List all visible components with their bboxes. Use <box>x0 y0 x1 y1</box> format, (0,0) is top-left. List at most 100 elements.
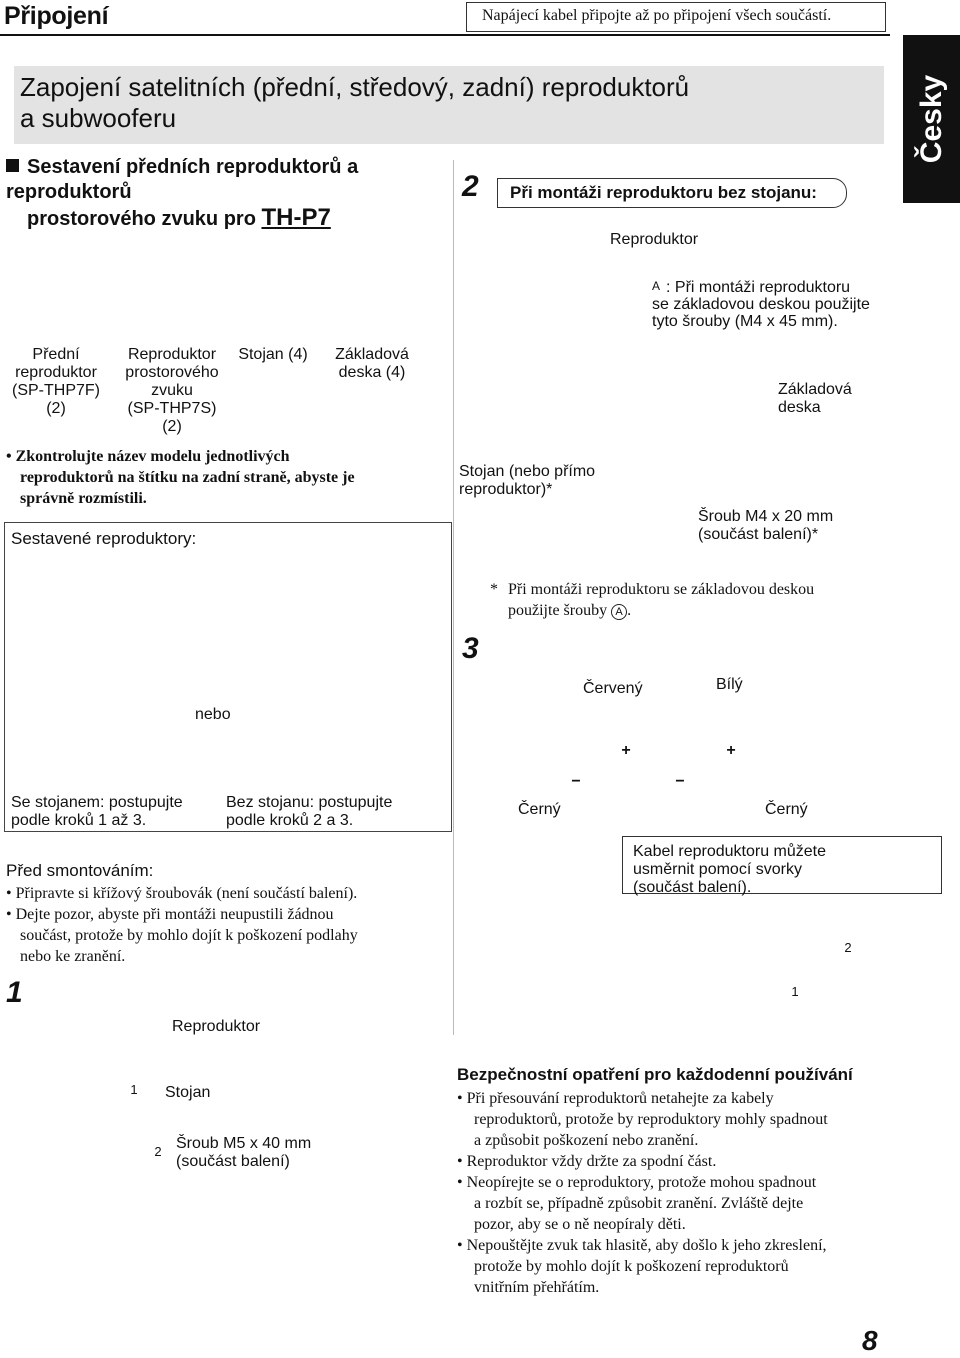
step2-title-box: Při montáži reproduktoru bez stojanu: <box>497 178 847 208</box>
step1-screw-line2: (součást balení) <box>176 1153 290 1170</box>
surround-label-line3: zvuku <box>151 382 193 399</box>
section-title-line1: Zapojení satelitních (přední, středový, … <box>20 72 690 102</box>
white-label: Bílý <box>716 676 743 693</box>
step1-stand-illustration <box>59 1099 151 1358</box>
clamp-marker1: 1 <box>791 984 799 999</box>
safety-b4-line1: Nepouštějte zvuk tak hlasitě, aby došlo … <box>466 1237 827 1254</box>
subheading: Sestavení předních reproduktorů a reprod… <box>6 155 446 232</box>
without-stand-line1: Bez stojanu: postupujte <box>226 794 393 811</box>
without-stand-caption: Bez stojanu: postupujte podle kroků 2 a … <box>226 794 392 830</box>
front-speaker-label: Přední reproduktor (SP-THP7F) (2) <box>6 346 106 418</box>
step2-note-a-line2: se základovou deskou použijte <box>652 296 870 313</box>
safety-b3-line2: a rozbít se, případně způsobit zranění. … <box>474 1195 804 1212</box>
language-tab: Česky <box>903 35 960 203</box>
language-label: Česky <box>914 74 948 164</box>
check-note-line1: Zkontrolujte název modelu jednotlivých <box>15 448 290 465</box>
step3-number: 3 <box>462 632 479 665</box>
step1-speaker-label: Reproduktor <box>172 1018 261 1035</box>
front-label-line4: (2) <box>46 400 66 417</box>
before-title: Před smontováním: <box>6 861 154 880</box>
terminal-2-illustration <box>671 711 761 747</box>
step2-bottom-speaker-illustration <box>504 329 661 439</box>
section-title-line2: a subwooferu <box>20 103 177 133</box>
section-title-box <box>14 66 884 144</box>
step2-screw-line2: (součást balení)* <box>698 526 819 543</box>
with-stand-caption: Se stojanem: postupujte podle kroků 1 až… <box>11 794 183 830</box>
safety-b4-line2: protože by mohlo dojít k poškození repro… <box>474 1258 789 1275</box>
speaker-with-stand-illustration: JVC <box>71 564 163 782</box>
section-title: Zapojení satelitních (přední, středový, … <box>20 72 870 134</box>
surround-label-line4: (SP-THP7S) <box>127 400 217 417</box>
step1-speaker-illustration <box>54 985 161 1076</box>
subheading-line1: Sestavení předních reproduktorů a reprod… <box>6 156 359 203</box>
base-label-line1: Základová <box>335 346 409 363</box>
check-note-line2: reproduktorů na štítku na zadní straně, … <box>20 469 355 486</box>
step2-asterisk: * <box>490 581 498 598</box>
minus-sign-2: − <box>675 773 685 790</box>
step2-footnote-marker: A <box>611 604 628 620</box>
safety-b3-line3: pozor, aby se o ně neopíraly děti. <box>474 1216 686 1233</box>
step2-base-label: Základová deska <box>778 381 852 417</box>
surround-speaker-illustration: JVC <box>158 214 186 341</box>
step2-footnote-line1: Při montáži reproduktoru se základovou d… <box>508 581 815 598</box>
step1-marker1: 1 <box>130 1082 138 1097</box>
before-bullet1: Připravte si křížový šroubovák (není sou… <box>15 885 358 902</box>
assembled-speakers-box <box>4 522 452 832</box>
step2-footnote: Při montáži reproduktoru se základovou d… <box>508 579 888 621</box>
before-bullet2-line3: nebo ke zranění. <box>20 948 126 965</box>
step2-stand-label: Stojan (nebo přímo reproduktor)* <box>459 463 595 499</box>
cable-end-illustration <box>487 702 548 763</box>
subheading-line2: prostorového zvuku pro <box>27 208 262 230</box>
step2-base-line2: deska <box>778 399 821 416</box>
safety-b1-line3: a způsobit poškození nebo zranění. <box>474 1132 699 1149</box>
clamp-marker-icons <box>786 940 857 1002</box>
without-stand-line2: podle kroků 2 a 3. <box>226 812 354 829</box>
front-speaker-illustration: JVC <box>41 214 69 341</box>
with-stand-line2: podle kroků 1 až 3. <box>11 812 147 829</box>
stand-illustration <box>261 217 285 341</box>
base-plate-label: Základová deska (4) <box>322 346 422 382</box>
step2-top-speaker-illustration <box>499 237 646 334</box>
surround-label-line1: Reproduktor <box>127 346 217 363</box>
step2-note-a-line3: tyto šrouby (M4 x 45 mm). <box>652 313 838 330</box>
step2-base-plate-illustration <box>572 344 761 573</box>
safety-b4-line3: vnitřním přehřátím. <box>474 1279 600 1296</box>
clamp-note-line2: usměrnit pomocí svorky <box>633 861 802 878</box>
surround-label-line5: (2) <box>162 418 182 435</box>
step2-marker-a: A <box>651 279 660 293</box>
safety-title: Bezpečnostní opatření pro každodenní pou… <box>457 1065 853 1084</box>
header-rule <box>0 34 890 36</box>
step2-screw-line1: Šroub M4 x 20 mm <box>698 508 834 525</box>
assembled-title: Sestavené reproduktory: <box>11 529 197 548</box>
clamp-closed-illustration <box>644 939 716 1011</box>
step1-screw-line1: Šroub M5 x 40 mm <box>176 1135 312 1152</box>
square-bullet-icon <box>6 159 19 172</box>
base-plate-illustration <box>333 294 411 332</box>
minus-sign-1: − <box>571 773 581 790</box>
svg-text:JVC: JVC <box>112 655 122 661</box>
minus-icons <box>567 774 689 792</box>
speaker-without-stand-illustration: JVC <box>286 667 344 782</box>
clamp-note-line3: (součást balení). <box>633 879 752 896</box>
safety-list: • Při přesouvání reproduktorů netahejte … <box>457 1088 897 1298</box>
step2-speaker-label: Reproduktor <box>610 231 699 248</box>
or-label: nebo <box>195 706 231 723</box>
safety-b1-line1: Při přesouvání reproduktorů netahejte za… <box>466 1090 774 1107</box>
red-label: Červený <box>583 680 643 697</box>
stand-label: Stojan (4) <box>238 346 308 363</box>
svg-text:JVC: JVC <box>50 319 60 325</box>
step3-arrows <box>530 734 796 758</box>
svg-text:JVC: JVC <box>309 761 319 767</box>
speaker-back-illustration <box>497 834 613 1041</box>
front-label-line1: Přední <box>32 346 80 363</box>
black-label-2: Černý <box>765 801 808 818</box>
page-title: Připojení <box>4 2 109 30</box>
before-list: • Připravte si křížový šroubovák (není s… <box>6 883 451 967</box>
safety-b3-line1: Neopírejte se o reproduktory, protože mo… <box>466 1174 817 1191</box>
safety-b2: Reproduktor vždy držte za spodní část. <box>466 1153 717 1170</box>
plus-sign-1: + <box>621 742 631 759</box>
base-label-line2: deska (4) <box>338 364 406 381</box>
clamp-marker2: 2 <box>844 940 852 955</box>
step2-base-line1: Základová <box>778 381 852 398</box>
check-note-line3: správně rozmístili. <box>20 490 147 507</box>
